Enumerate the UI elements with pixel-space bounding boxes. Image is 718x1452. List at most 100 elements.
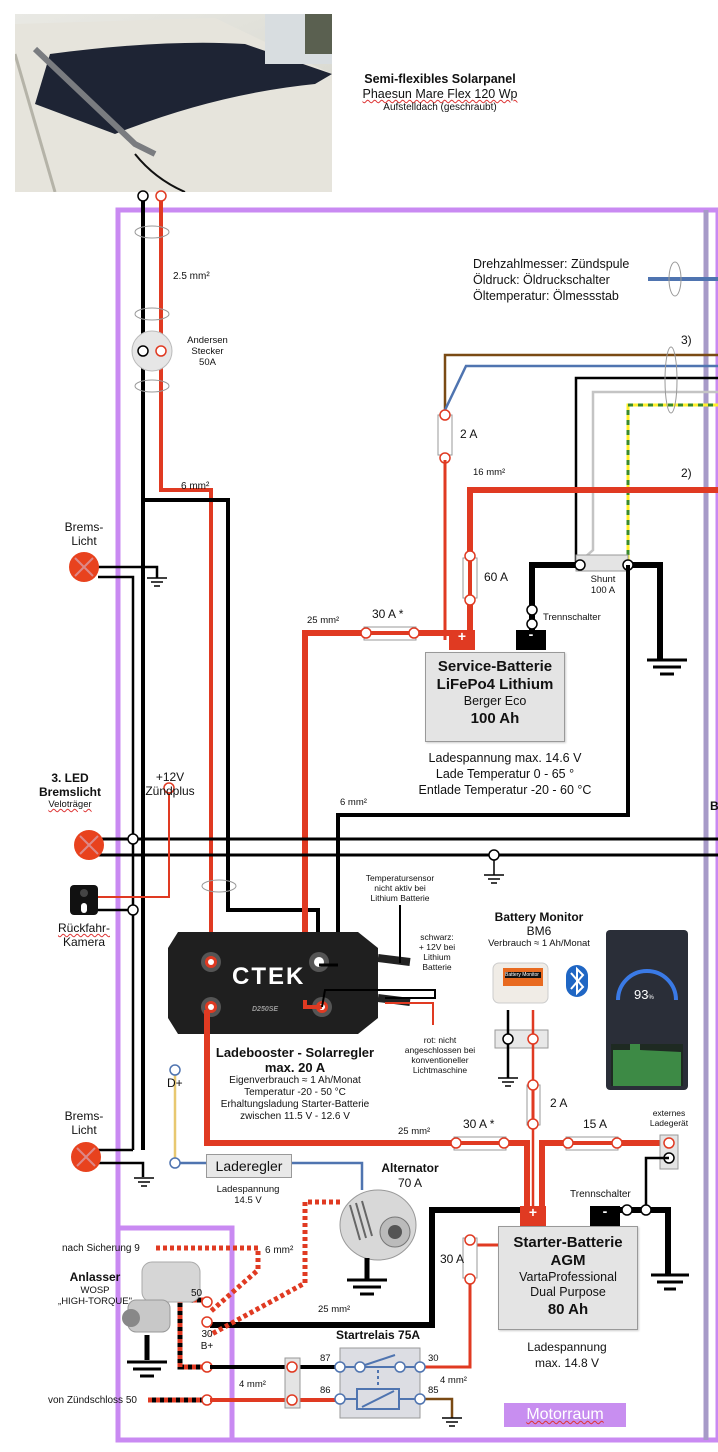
service-spec-charge-temp: Lade Temperatur 0 - 65 ° xyxy=(435,767,575,781)
von-zuendschloss-label: von Zündschloss 50 xyxy=(48,1395,137,1406)
led-brake-label: 3. LED Bremslicht Veloträger xyxy=(30,771,110,810)
service-spec-charge-voltage: Ladespannung max. 14.6 V xyxy=(428,751,582,765)
led-l1: 3. LED xyxy=(51,771,89,785)
laderegler-spec1: Ladespannung xyxy=(216,1184,280,1195)
cable-solar: 2.5 mm² xyxy=(173,271,210,282)
temp-l3: Lithium Batterie xyxy=(370,893,430,903)
zuendplus-l2: Zündplus xyxy=(145,784,195,798)
ref-2: 2) xyxy=(681,466,692,480)
red-l4: Lichtmaschine xyxy=(412,1065,468,1075)
brake-light-2-label: Brems- Licht xyxy=(58,1109,110,1137)
bm6-device-label: Battery Monitor xyxy=(505,972,539,978)
monitor-model: BM6 xyxy=(526,924,552,938)
starter-battery-brand2: Dual Purpose xyxy=(530,1285,606,1299)
anlasser-label: Anlasser WOSP „HIGH-TORQUE" xyxy=(50,1270,140,1307)
black-l1: schwarz: xyxy=(420,932,454,942)
extern-l1: externes xyxy=(652,1108,686,1118)
fuse-60a: 60 A xyxy=(484,570,509,584)
bm6-device xyxy=(492,962,549,1004)
brake1-l1: Brems- xyxy=(64,520,104,534)
cable-service-main: 16 mm² xyxy=(473,467,506,478)
starter-battery: Starter-Batterie AGM VartaProfessional D… xyxy=(498,1226,638,1330)
ref-3: 3) xyxy=(681,333,692,347)
starter-minus: - xyxy=(602,1203,608,1219)
red-wire-note: rot: nicht angeschlossen bei konventione… xyxy=(395,1035,485,1075)
black-wire-note: schwarz: + 12V bei Lithium Batterie xyxy=(412,932,462,972)
truncated-label: B xyxy=(710,799,718,813)
ctek-spec3: Erhaltungsladung Starter-Batterie xyxy=(220,1099,370,1110)
service-battery-capacity: 100 Ah xyxy=(470,710,520,727)
starter-plus-terminal xyxy=(520,1206,546,1226)
andersen-line2: Stecker xyxy=(191,346,224,357)
relay-pin-85: 85 xyxy=(428,1385,439,1396)
gauge-notes: Drehzahlmesser: Zündspule Öldruck: Öldru… xyxy=(473,256,629,304)
monitor-consumption: Verbrauch ≈ 1 Ah/Monat xyxy=(488,938,590,949)
gauge-oil-temp: Öltemperatur: Ölmessstab xyxy=(473,289,619,303)
service-spec-discharge-temp: Entlade Temperatur -20 - 60 °C xyxy=(418,783,592,797)
temp-sensor-note: Temperatursensor nicht aktiv bei Lithium… xyxy=(355,873,445,903)
andersen-label: Andersen Stecker 50A xyxy=(180,335,235,368)
battery-monitor-caption: Battery Monitor BM6 Verbrauch ≈ 1 Ah/Mon… xyxy=(480,910,598,949)
ctek-spec2: Temperatur -20 - 50 °C xyxy=(244,1087,346,1098)
bm6-app-screenshot xyxy=(606,930,688,1090)
shunt-label: Shunt 100 A xyxy=(583,574,623,596)
service-minus: - xyxy=(528,626,534,642)
red-l2: angeschlossen bei xyxy=(404,1045,476,1055)
ctek-caption: Ladebooster - Solarregler max. 20 A Eige… xyxy=(215,1045,375,1123)
bluetooth-icon xyxy=(566,965,588,997)
solar-title: Semi-flexibles Solarpanel xyxy=(364,72,516,86)
fuse-30a-starter: 30 A * xyxy=(463,1117,495,1131)
ctek-spec1: Eigenverbrauch ≈ 1 Ah/Monat xyxy=(229,1075,361,1086)
brake2-l2: Licht xyxy=(71,1123,97,1137)
anlasser-l3: „HIGH-TORQUE" xyxy=(58,1296,132,1307)
starter-plus: + xyxy=(528,1204,538,1220)
fuse-30a-relay: 30 A xyxy=(440,1252,465,1266)
ctek-model: D250SE xyxy=(252,1006,279,1013)
camera-l1: Rückfahr- xyxy=(57,921,110,935)
fuse-2a-bm: 2 A xyxy=(550,1096,568,1110)
camera-label: Rückfahr- Kamera xyxy=(44,921,124,949)
anlasser-l2: WOSP xyxy=(80,1285,110,1296)
cable-starter-25: 25 mm² xyxy=(398,1126,431,1137)
led-l3: Veloträger xyxy=(48,799,92,810)
service-battery-brand: Berger Eco xyxy=(463,694,527,708)
brake-light-2 xyxy=(71,1142,101,1172)
anlasser-title: Anlasser xyxy=(69,1270,121,1284)
gauge-rpm: Drehzahlmesser: Zündspule xyxy=(473,257,630,271)
service-plus: + xyxy=(457,628,467,644)
extern-l2: Ladegerät xyxy=(649,1118,689,1128)
black-l3: Lithium xyxy=(423,952,451,962)
brake-light-1-label: Brems- Licht xyxy=(58,520,110,548)
camera-l2: Kamera xyxy=(62,935,106,949)
andersen-line1: Andersen xyxy=(187,335,228,346)
monitor-title: Battery Monitor xyxy=(494,910,584,924)
nach-sicherung-label: nach Sicherung 9 xyxy=(62,1243,140,1254)
service-battery-title1: Service-Batterie xyxy=(437,658,553,675)
led-l2: Bremslicht xyxy=(38,785,102,799)
starter-motor-image xyxy=(122,1261,201,1333)
starter-battery-title2: AGM xyxy=(550,1252,586,1269)
terminal-30-bplus: 30 B+ xyxy=(196,1329,218,1353)
starter-minus-terminal xyxy=(590,1206,620,1226)
temp-l2: nicht aktiv bei xyxy=(374,883,426,893)
laderegler-spec: Ladespannung 14.5 V xyxy=(205,1184,291,1206)
motorraum-frame xyxy=(115,207,718,1443)
motorraum-text: Motorraum xyxy=(526,1406,604,1423)
starter-battery-specs: Ladespannung max. 14.8 V xyxy=(500,1339,634,1371)
cable-starter-black: 25 mm² xyxy=(318,1304,351,1315)
alternator-rating: 70 A xyxy=(397,1176,423,1190)
app-percent-unit: % xyxy=(648,995,654,1001)
led-brake-light xyxy=(74,830,104,860)
service-battery: Service-Batterie LiFePo4 Lithium Berger … xyxy=(425,652,565,742)
start-relay xyxy=(334,1347,426,1419)
laderegler-box: Laderegler xyxy=(206,1154,292,1178)
solar-panel-photo xyxy=(15,14,332,192)
andersen-line3: 50A xyxy=(199,357,216,368)
external-charger-label: externes Ladegerät xyxy=(640,1108,698,1128)
starter-battery-brand1: VartaProfessional xyxy=(519,1270,617,1284)
starter-battery-capacity: 80 Ah xyxy=(547,1301,589,1318)
trennschalter-service: Trennschalter xyxy=(543,612,601,623)
andersen-plug xyxy=(131,330,173,372)
fuse-30a-service: 30 A * xyxy=(372,607,404,621)
